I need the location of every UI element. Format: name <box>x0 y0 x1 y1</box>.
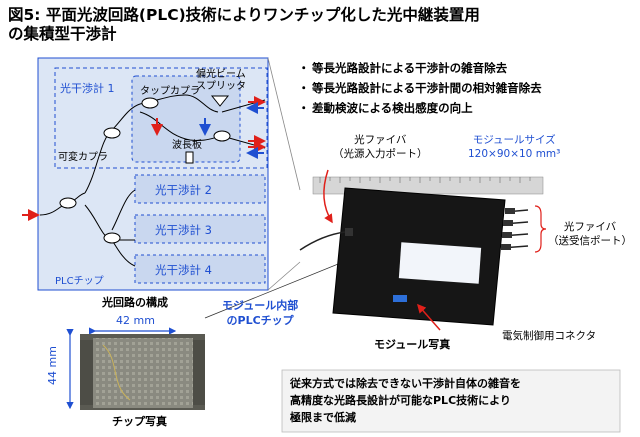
note-text: 従来方式では除去できない干渉計自体の雑音を 高精度な光路長設計が可能なPLC技術… <box>290 377 521 424</box>
interferometer-1-box <box>54 67 268 169</box>
connector-label: 電気制御用コネクタ <box>502 330 597 342</box>
interferometer-4-label: 光干渉計 4 <box>155 263 212 277</box>
module-fiber-boots <box>345 208 515 250</box>
waveplate-icon <box>185 151 194 164</box>
chip-waveguide-trace <box>102 344 131 401</box>
zoom-line-bottom <box>267 261 301 291</box>
interferometer-4-box <box>134 254 266 284</box>
pbs-label: 偏光ビーム スプリッタ <box>196 69 246 92</box>
module-size-value: 120×90×10 mm³ <box>468 148 561 160</box>
bullet-dot-icon: ・ <box>298 81 310 95</box>
title-line-2: の集積型干渉計 <box>8 25 117 43</box>
bullet-item: ・差動検波による検出感度の向上 <box>298 98 633 118</box>
pbs-icon <box>210 95 230 107</box>
interferometer-3-box <box>134 214 266 244</box>
module-photo-caption: モジュール写真 <box>374 338 451 351</box>
module-inner-chip-label: モジュール内部 のPLCチップ <box>222 299 299 327</box>
feature-bullet-list: ・等長光路設計による干渉計の雑音除去 ・等長光路設計による干渉計間の相対雑音除去… <box>298 58 633 118</box>
module-label-sticker <box>398 242 482 284</box>
bullet-dot-icon: ・ <box>298 101 310 115</box>
chip-photo-caption: チップ写真 <box>112 415 167 428</box>
tap-coupler-label: タップカプラ <box>140 86 200 97</box>
chip-fiber-blocks <box>80 340 205 405</box>
interferometer-1-label: 光干渉計 1 <box>60 82 115 95</box>
waveplate-label: 波長板 <box>172 140 202 151</box>
fiber-input-label: 光ファイバ （光源入力ポート） <box>333 134 428 160</box>
module-connector <box>393 295 407 302</box>
circuit-caption: 光回路の構成 <box>102 296 168 309</box>
chip-photo <box>93 338 193 408</box>
variable-coupler-label: 可変カプラ <box>58 152 108 163</box>
coupler-shapes <box>59 97 231 244</box>
ruler-ticks <box>319 177 531 183</box>
interferometer-2-box <box>134 174 266 204</box>
interferometer-3-label: 光干渉計 3 <box>155 223 212 237</box>
fiber-in-arrow <box>323 169 333 224</box>
module-size-label: モジュールサイズ 120×90×10 mm³ <box>468 133 560 161</box>
fiber-out-brace <box>534 205 547 253</box>
bullet-item: ・等長光路設計による干渉計の雑音除去 <box>298 58 633 78</box>
zoom-line-top <box>267 57 301 191</box>
note-box <box>281 369 621 433</box>
title-line-1: 図5: 平面光波回路(PLC)技術によりワンチップ化した光中継装置用 <box>8 6 480 24</box>
chip-height-label: 44 mm <box>46 346 59 385</box>
connector-arrow <box>417 303 441 331</box>
chip-width-label: 42 mm <box>116 314 155 327</box>
module-size-title: モジュールサイズ <box>472 134 556 146</box>
bullet-dot-icon: ・ <box>298 61 310 75</box>
page-title: 図5: 平面光波回路(PLC)技術によりワンチップ化した光中継装置用 の集積型干… <box>8 6 628 44</box>
plc-chip-label: PLCチップ <box>55 276 104 287</box>
bullet-item: ・等長光路設計による干渉計間の相対雑音除去 <box>298 78 633 98</box>
fiber-output-label: 光ファイバ （送受信ポート） <box>548 221 632 247</box>
interferometer-2-label: 光干渉計 2 <box>155 183 212 197</box>
